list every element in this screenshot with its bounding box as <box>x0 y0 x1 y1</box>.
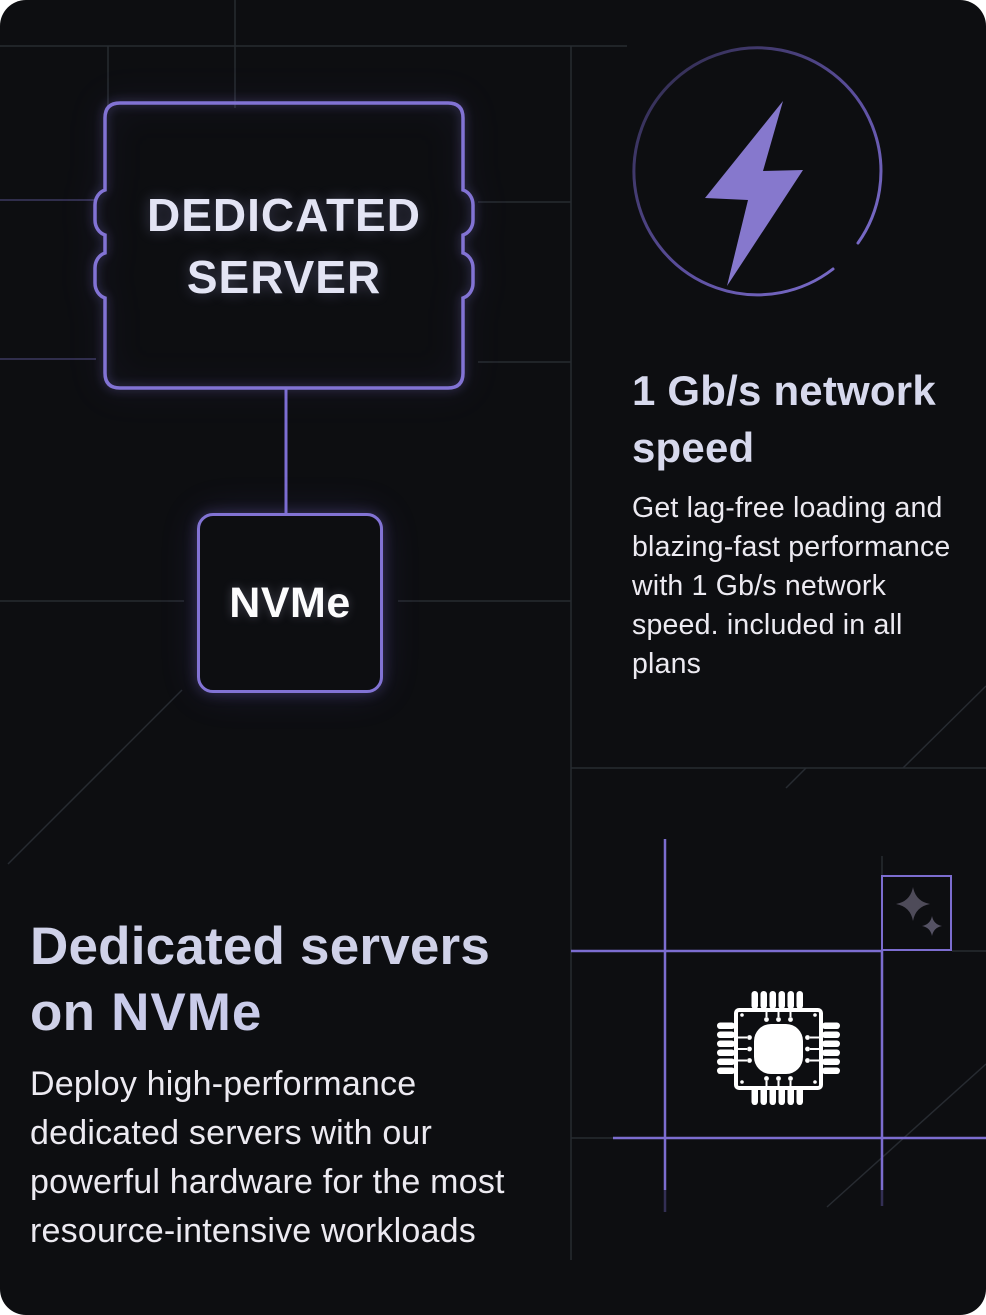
network-speed-title: 1 Gb/s network speed <box>632 367 936 471</box>
nvme-node-label: NVMe <box>229 578 351 627</box>
nvme-feature-title-line1: Dedicated servers <box>30 917 491 976</box>
nvme-node-box: NVMe <box>197 513 383 693</box>
cpu-chip-icon <box>717 991 840 1105</box>
dedicated-server-box-outline <box>93 101 475 390</box>
nvme-feature-title-line2: on NVMe <box>30 980 570 1046</box>
network-speed-description: Get lag-free loading and blazing-fast pe… <box>632 492 951 680</box>
sparkle-badge-box <box>881 875 952 951</box>
lightning-icon <box>632 46 883 297</box>
nvme-feature-title: Dedicated servers on NVMe <box>30 914 570 1046</box>
sparkles-icon <box>896 887 942 936</box>
nvme-feature-description: Deploy high-performance dedicated server… <box>30 1065 505 1250</box>
nvme-highlight: NVMe <box>111 983 263 1042</box>
dedicated-server-box-label: DEDICATED SERVER <box>147 188 421 303</box>
